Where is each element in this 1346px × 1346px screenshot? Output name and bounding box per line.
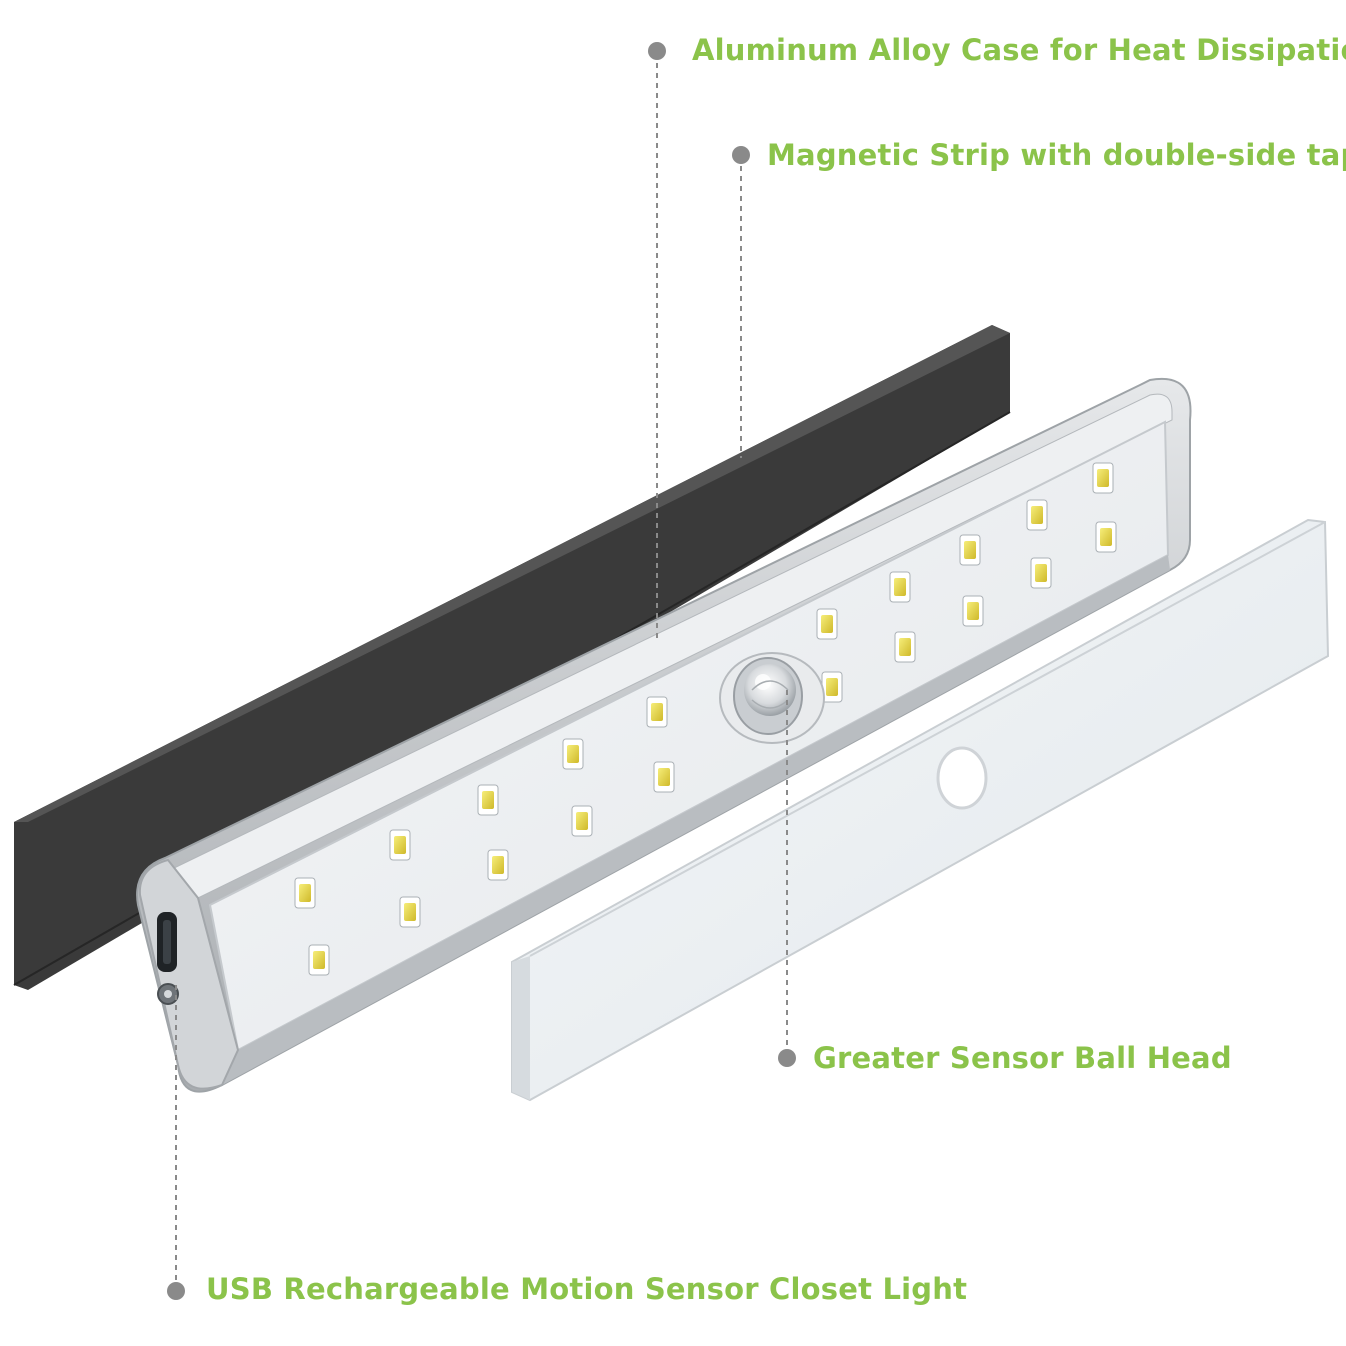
smd-led-icon bbox=[308, 944, 330, 976]
callout-sensor-head: Greater Sensor Ball Head bbox=[813, 1041, 1232, 1075]
smd-led-icon bbox=[562, 738, 584, 770]
callout-aluminum-case: Aluminum Alloy Case for Heat Dissipation bbox=[692, 33, 1346, 67]
smd-led-icon bbox=[389, 829, 411, 861]
smd-led-icon bbox=[1092, 462, 1114, 494]
sensor-hole bbox=[936, 746, 988, 810]
smd-led-icon bbox=[962, 595, 984, 627]
smd-led-icon bbox=[894, 631, 916, 663]
dot-icon bbox=[778, 1049, 796, 1067]
diffuser-cover bbox=[511, 518, 1330, 1102]
smd-led-icon bbox=[487, 849, 509, 881]
smd-led-icon bbox=[889, 571, 911, 603]
smd-led-icon bbox=[294, 877, 316, 909]
leader-lines bbox=[175, 53, 788, 1291]
smd-led-icon bbox=[653, 761, 675, 793]
pir-sensor-icon bbox=[719, 652, 825, 744]
dot-icon bbox=[648, 42, 666, 60]
callout-markers bbox=[167, 42, 796, 1300]
smd-led-icon bbox=[959, 534, 981, 566]
smd-led-icon bbox=[816, 608, 838, 640]
led-array bbox=[294, 462, 1117, 976]
smd-led-icon bbox=[646, 696, 668, 728]
callout-magnetic-strip: Magnetic Strip with double-side tape bbox=[767, 138, 1346, 172]
smd-led-icon bbox=[571, 805, 593, 837]
smd-led-icon bbox=[1026, 499, 1048, 531]
dot-icon bbox=[732, 146, 750, 164]
smd-led-icon bbox=[821, 671, 843, 703]
dot-icon bbox=[167, 1282, 185, 1300]
smd-led-icon bbox=[399, 896, 421, 928]
smd-led-icon bbox=[477, 784, 499, 816]
smd-led-icon bbox=[1030, 557, 1052, 589]
smd-led-icon bbox=[1095, 521, 1117, 553]
callout-usb-light: USB Rechargeable Motion Sensor Closet Li… bbox=[206, 1272, 968, 1306]
